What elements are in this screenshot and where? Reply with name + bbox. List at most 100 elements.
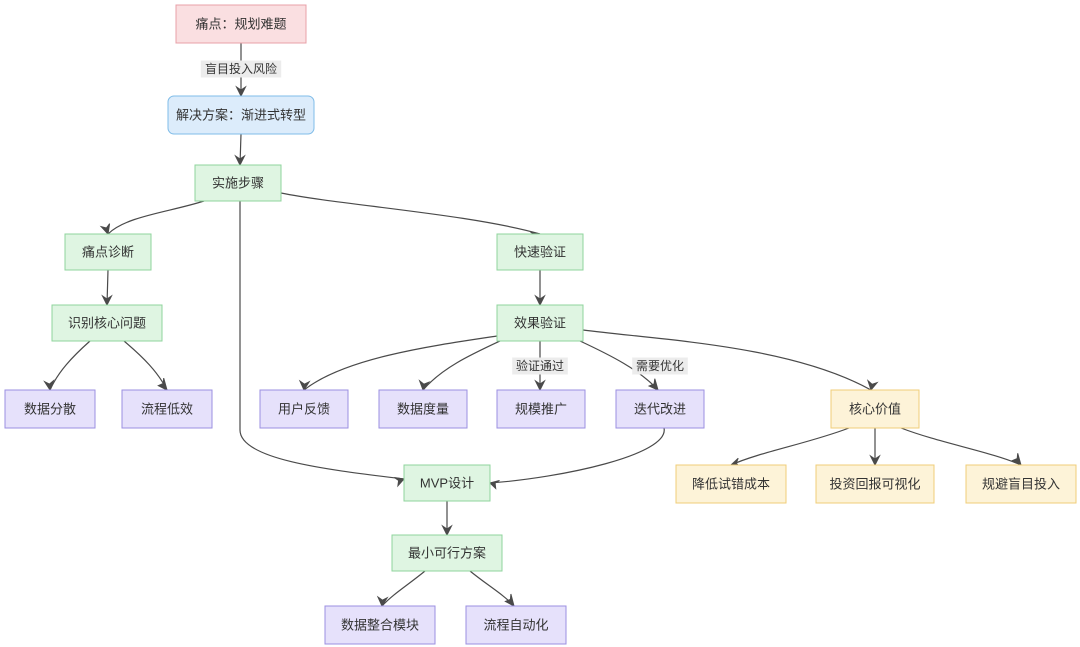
edge-label-effectcheck-to-scaleout: 验证通过 bbox=[512, 357, 568, 375]
node-lowcost[interactable]: 降低试错成本 bbox=[675, 464, 787, 504]
edge-steps-to-diagnose bbox=[99, 200, 205, 236]
edge-mvpplan-to-dataint bbox=[376, 570, 426, 608]
node-box[interactable] bbox=[830, 389, 920, 429]
edge-arrowhead bbox=[489, 480, 500, 490]
node-box[interactable] bbox=[403, 464, 491, 502]
node-label: 用户反馈 bbox=[278, 401, 330, 416]
node-feedback[interactable]: 用户反馈 bbox=[259, 389, 349, 429]
edge-line bbox=[381, 570, 426, 607]
node-scaleout[interactable]: 规模推广 bbox=[496, 389, 586, 429]
node-diagnose[interactable]: 痛点诊断 bbox=[64, 233, 152, 271]
node-label: 快速验证 bbox=[514, 244, 566, 259]
node-box[interactable] bbox=[175, 4, 307, 44]
edge-arrowhead bbox=[418, 379, 431, 392]
edge-arrowhead bbox=[441, 524, 453, 537]
edge-coreissue-to-datadisperse bbox=[43, 340, 91, 392]
edge-label-text: 验证通过 bbox=[516, 358, 564, 373]
node-box[interactable] bbox=[965, 464, 1077, 504]
edge-effectcheck-to-metrics bbox=[418, 340, 501, 392]
edge-arrowhead bbox=[534, 379, 546, 392]
edge-arrowhead bbox=[234, 154, 246, 167]
edge-arrowhead bbox=[376, 595, 389, 608]
edge-mvpplan-to-flowauto bbox=[469, 570, 515, 607]
edge-arrowhead bbox=[647, 378, 659, 391]
node-box[interactable] bbox=[496, 233, 584, 271]
node-solution[interactable]: 解决方案：渐进式转型 bbox=[167, 95, 315, 135]
edges-layer bbox=[43, 43, 1022, 608]
node-metrics[interactable]: 数据度量 bbox=[378, 389, 468, 429]
node-box[interactable] bbox=[815, 464, 935, 504]
edge-line bbox=[730, 427, 850, 466]
node-pain[interactable]: 痛点：规划难题 bbox=[175, 4, 307, 44]
node-box[interactable] bbox=[4, 389, 96, 429]
node-mvp[interactable]: MVP设计 bbox=[403, 464, 491, 502]
edge-steps-to-mvp bbox=[239, 201, 405, 488]
edge-arrowhead bbox=[534, 294, 546, 307]
node-box[interactable] bbox=[391, 534, 503, 572]
edge-line bbox=[582, 329, 872, 391]
node-box[interactable] bbox=[615, 389, 705, 429]
node-box[interactable] bbox=[121, 389, 213, 429]
edge-label-effectcheck-to-iterate: 需要优化 bbox=[632, 357, 688, 375]
node-label: 投资回报可视化 bbox=[829, 476, 920, 491]
node-label: 规模推广 bbox=[515, 401, 567, 416]
node-lowflow[interactable]: 流程低效 bbox=[121, 389, 213, 429]
node-datadisperse[interactable]: 数据分散 bbox=[4, 389, 96, 429]
node-mvpplan[interactable]: 最小可行方案 bbox=[391, 534, 503, 572]
edge-line bbox=[123, 340, 168, 391]
node-flowauto[interactable]: 流程自动化 bbox=[465, 605, 567, 645]
node-label: 数据度量 bbox=[397, 401, 449, 416]
edge-iterate-to-mvp bbox=[489, 427, 665, 490]
edge-arrowhead bbox=[101, 294, 113, 307]
node-dataint[interactable]: 数据整合模块 bbox=[324, 605, 436, 645]
edge-arrowhead bbox=[1010, 453, 1022, 466]
node-steps[interactable]: 实施步骤 bbox=[194, 164, 282, 202]
node-iterate[interactable]: 迭代改进 bbox=[615, 389, 705, 429]
node-label: 效果验证 bbox=[514, 315, 566, 330]
edge-line bbox=[900, 427, 1022, 466]
node-box[interactable] bbox=[496, 389, 586, 429]
edge-line bbox=[303, 335, 498, 391]
edge-effectcheck-to-iterate bbox=[579, 340, 659, 391]
edge-line bbox=[280, 192, 541, 235]
node-label: 数据分散 bbox=[24, 401, 76, 416]
node-box[interactable] bbox=[465, 605, 567, 645]
node-label: 规避盲目投入 bbox=[982, 476, 1060, 491]
node-corevalue[interactable]: 核心价值 bbox=[830, 389, 920, 429]
edge-line bbox=[422, 340, 501, 391]
edge-label-background bbox=[200, 60, 282, 78]
edge-arrowhead bbox=[43, 379, 55, 392]
edge-arrowhead bbox=[235, 85, 247, 98]
edge-arrowhead bbox=[504, 593, 515, 607]
node-box[interactable] bbox=[167, 95, 315, 135]
node-effectcheck[interactable]: 效果验证 bbox=[496, 304, 584, 342]
edge-coreissue-to-lowflow bbox=[123, 340, 168, 391]
node-label: 流程自动化 bbox=[483, 617, 548, 632]
edge-arrowhead bbox=[394, 477, 405, 488]
node-avoidblind[interactable]: 规避盲目投入 bbox=[965, 464, 1077, 504]
node-label: 识别核心问题 bbox=[68, 315, 146, 330]
edge-diagnose-to-coreissue bbox=[101, 269, 113, 307]
edge-corevalue-to-roi bbox=[869, 428, 881, 467]
edge-corevalue-to-lowcost bbox=[729, 427, 850, 468]
node-box[interactable] bbox=[496, 304, 584, 342]
edge-label-text: 需要优化 bbox=[636, 359, 684, 373]
node-box[interactable] bbox=[64, 233, 152, 271]
edge-mvp-to-mvpplan bbox=[441, 501, 453, 537]
node-box[interactable] bbox=[259, 389, 349, 429]
edge-fastcheck-to-effectcheck bbox=[534, 270, 546, 307]
node-box[interactable] bbox=[675, 464, 787, 504]
node-box[interactable] bbox=[51, 304, 163, 342]
node-coreissue[interactable]: 识别核心问题 bbox=[51, 304, 163, 342]
edge-label-pain-to-solution: 盲目投入风险 bbox=[200, 60, 282, 78]
node-box[interactable] bbox=[378, 389, 468, 429]
node-box[interactable] bbox=[194, 164, 282, 202]
node-box[interactable] bbox=[324, 605, 436, 645]
node-label: 痛点：规划难题 bbox=[195, 16, 286, 31]
edge-corevalue-to-avoidblind bbox=[900, 427, 1022, 466]
node-roi[interactable]: 投资回报可视化 bbox=[815, 464, 935, 504]
node-fastcheck[interactable]: 快速验证 bbox=[496, 233, 584, 271]
node-label: 解决方案：渐进式转型 bbox=[176, 107, 306, 122]
edge-arrowhead bbox=[157, 377, 168, 391]
